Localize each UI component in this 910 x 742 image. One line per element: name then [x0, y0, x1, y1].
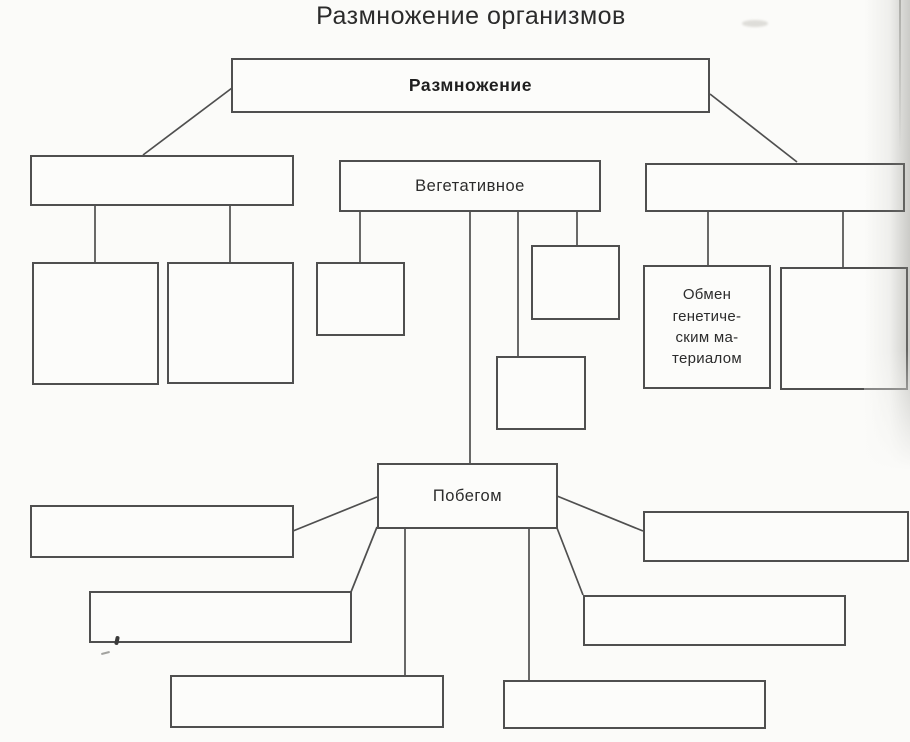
blank-node-left-child-a	[32, 262, 159, 385]
blank-node-bottom-left-1	[30, 505, 294, 558]
node-root-label: Размножение	[408, 75, 533, 95]
blank-node-bottom-right-1	[643, 511, 909, 562]
blank-node-vegetative-child-b	[531, 245, 620, 320]
connector-shoot-to-bottom-right-2	[556, 527, 584, 596]
connector-root-to-left-parent	[142, 87, 233, 156]
blank-node-vegetative-child-a	[316, 262, 405, 336]
node-shoot-label: Побегом	[432, 486, 503, 505]
blank-node-vegetative-child-c	[496, 356, 586, 430]
node-root: Размножение	[231, 58, 710, 113]
node-genetic-exchange: Обмен генетиче- ским ма- териалом	[643, 265, 771, 389]
blank-node-bottom-left-2	[89, 591, 352, 643]
connector-shoot-to-bottom-left-2	[350, 526, 378, 593]
node-shoot: Побегом	[377, 463, 558, 529]
scan-smudge	[742, 20, 768, 27]
blank-node-right-parent	[645, 163, 905, 212]
scanner-edge-shadow-fade	[864, 350, 910, 470]
connector-shoot-to-bottom-right-1	[556, 495, 644, 532]
node-vegetative-label: Вегетативное	[415, 176, 525, 195]
scanner-edge-line	[899, 0, 901, 150]
blank-node-bottom-left-3	[170, 675, 444, 728]
blank-node-bottom-right-3	[503, 680, 766, 729]
node-genetic-exchange-label: Обмен генетиче- ским ма- териалом	[671, 286, 743, 368]
page-title: Размножение организмов	[316, 2, 626, 30]
blank-node-left-parent	[30, 155, 294, 206]
connector-root-to-right-parent	[709, 93, 798, 163]
blank-node-left-child-b	[167, 262, 294, 384]
node-vegetative: Вегетативное	[339, 160, 601, 212]
connector-shoot-to-bottom-left-1	[292, 496, 378, 532]
blank-node-bottom-right-2	[583, 595, 846, 646]
